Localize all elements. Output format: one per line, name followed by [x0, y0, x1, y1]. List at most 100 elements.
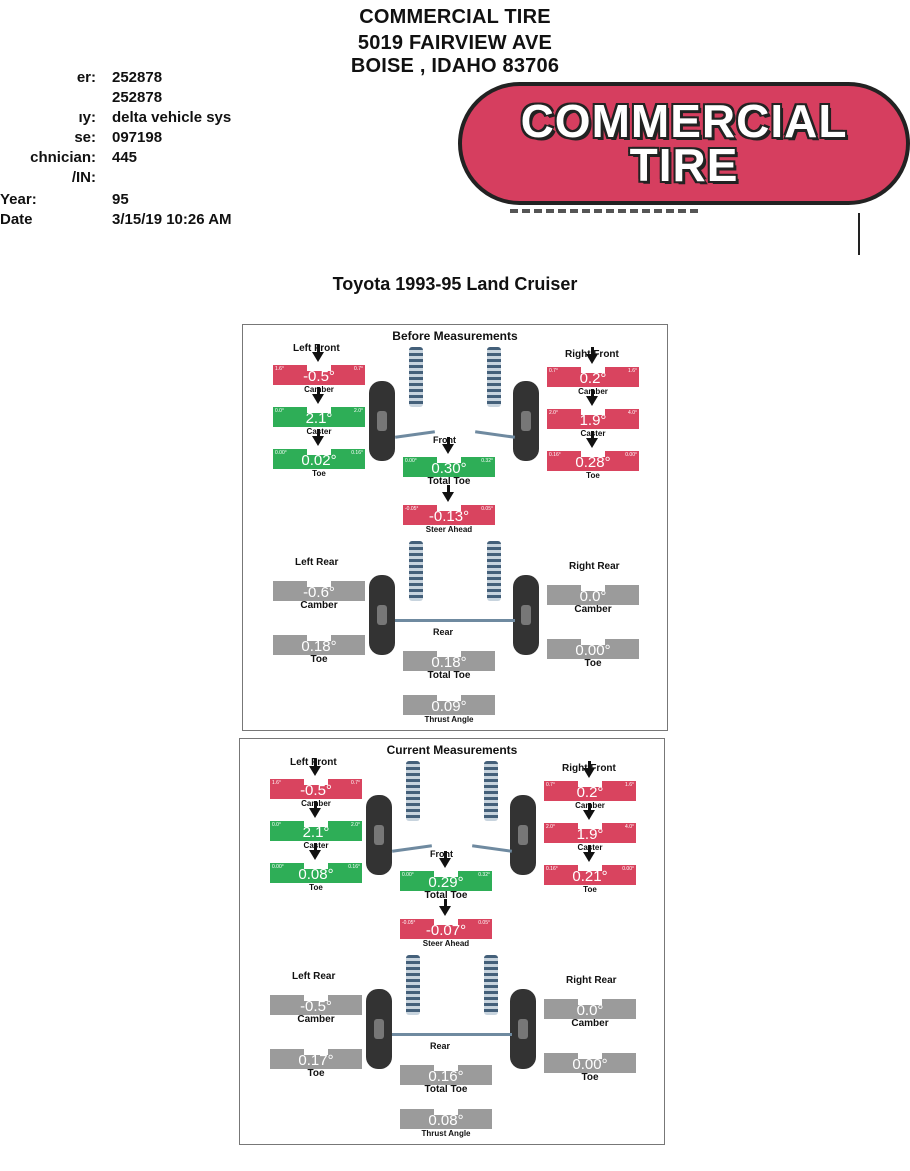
pointer-arrow-icon — [312, 345, 324, 362]
gauge-notch — [307, 581, 331, 587]
gauge-notch — [307, 449, 331, 455]
gauge-max: 0.16° — [348, 864, 360, 870]
gauge-max: 4.0° — [625, 824, 634, 830]
front-left-control-arm-icon — [394, 430, 436, 439]
info-row: Year: 95 — [0, 190, 300, 210]
gauge-caption: Thrust Angle — [424, 715, 474, 724]
rr-camber-gauge: 0.0°Camber — [544, 999, 636, 1029]
gauge-notch — [581, 585, 605, 591]
left-front-label: Left Front — [293, 343, 340, 354]
pointer-arrow-icon — [442, 437, 454, 454]
panel-title: Current Measurements — [386, 743, 518, 757]
rr-toe-gauge: 0.00°Toe — [547, 639, 639, 669]
gauge-caption: Camber — [571, 1018, 609, 1029]
shop-city: BOISE , IDAHO 83706 — [350, 55, 560, 77]
gauge-value: -0.6° — [303, 584, 335, 601]
gauge-max: 0.7° — [354, 366, 363, 372]
gauge-caption: Total Toe — [424, 890, 468, 901]
gauge-bar: 1.6°0.7°-0.5° — [273, 345, 365, 385]
rear-right-strut-icon — [487, 541, 501, 601]
pointer-arrow-icon — [442, 485, 454, 502]
gauge-min: 0.7° — [546, 782, 555, 788]
gauge-max: 4.0° — [628, 410, 637, 416]
gauge-value: 0.08° — [428, 1112, 464, 1129]
gauge-max: 0.16° — [351, 450, 363, 456]
gauge-min: 0.16° — [546, 866, 558, 872]
gauge-caption: Thrust Angle — [421, 1129, 471, 1138]
info-value: 95 — [112, 191, 129, 208]
gauge-notch — [434, 1109, 458, 1115]
info-row: /IN: — [0, 168, 300, 188]
gauge-caption: Total Toe — [424, 1084, 468, 1095]
info-label: Year: — [0, 191, 37, 208]
gauge-value: 1.9° — [579, 412, 607, 429]
gauge-value: 0.2° — [576, 784, 604, 801]
gauge-notch — [581, 451, 605, 457]
gauge-max: 0.05° — [478, 920, 490, 926]
info-label: Date — [0, 211, 33, 228]
gauge-notch — [307, 365, 331, 371]
gauge-caption: Toe — [584, 658, 602, 669]
gauge-caption: Camber — [297, 1014, 335, 1025]
info-row: ıy: delta vehicle sys — [0, 108, 300, 128]
pointer-arrow-icon — [439, 899, 451, 916]
gauge-value: 0.18° — [431, 654, 467, 671]
pointer-arrow-icon — [309, 759, 321, 776]
gauge-max: 0.7° — [351, 780, 360, 786]
gauge-value: -0.13° — [428, 508, 470, 525]
gauge-bar: 1.6°0.7°-0.5° — [270, 759, 362, 799]
gauge-value: -0.5° — [300, 998, 332, 1015]
gauge-min: 2.0° — [546, 824, 555, 830]
gauge-value: 0.2° — [579, 370, 607, 387]
info-row: Date 3/15/19 10:26 AM — [0, 210, 300, 230]
gauge-value: 0.08° — [298, 866, 334, 883]
gauge-caption: Total Toe — [427, 670, 471, 681]
gauge-min: 0.00° — [275, 450, 287, 456]
gauge-value: 0.02° — [301, 452, 337, 469]
gauge-notch — [578, 865, 602, 871]
gauge-value: -0.07° — [425, 922, 467, 939]
pointer-arrow-icon — [583, 761, 595, 778]
gauge-notch — [437, 505, 461, 511]
gauge-value: 0.0° — [579, 588, 607, 605]
info-label: ıy: — [78, 109, 96, 126]
logo-line-2: TIRE — [629, 139, 739, 191]
left-front-label: Left Front — [290, 757, 337, 768]
rf-toe-gauge: 0.16°0.00°0.21°Toe — [544, 845, 636, 895]
gauge-bar: 0.7°1.6°0.2° — [544, 761, 636, 801]
gauge-max: 1.6° — [628, 368, 637, 374]
logo-line-1: COMMERCIAL — [520, 95, 848, 147]
front-right-control-arm-icon — [474, 430, 516, 439]
gauge-bar: 0.0°2.0°2.1° — [270, 801, 362, 841]
gauge-bar: -0.05°0.05°-0.13° — [403, 485, 495, 525]
rear-left-wheel-icon — [369, 575, 395, 655]
gauge-value: 0.16° — [428, 1068, 464, 1085]
gauge-bar: 2.0°4.0°1.9° — [547, 389, 639, 429]
gauge-value: 0.00° — [572, 1056, 608, 1073]
gauge-notch — [578, 823, 602, 829]
lr-camber-gauge: -0.5°Camber — [270, 995, 362, 1025]
gauge-bar: 2.0°4.0°1.9° — [544, 803, 636, 843]
info-value: 445 — [112, 149, 138, 166]
vertical-rule — [858, 213, 860, 255]
gauge-min: 0.16° — [549, 452, 561, 458]
info-value: 252878 — [112, 69, 163, 86]
gauge-min: -0.05° — [405, 506, 419, 512]
rr-toe-gauge: 0.00°Toe — [544, 1053, 636, 1083]
front-right-wheel-icon — [510, 795, 536, 875]
gauge-bar: 0.00°0.32°0.29° — [400, 851, 492, 891]
info-value: 3/15/19 10:26 AM — [112, 211, 232, 228]
gauge-min: 0.00° — [405, 458, 417, 464]
gauge-bar: 0.16° — [400, 1065, 492, 1085]
gauge-bar: 0.0° — [547, 585, 639, 605]
commercial-tire-logo: COMMERCIAL TIRE — [458, 82, 910, 205]
gauge-max: 0.00° — [625, 452, 637, 458]
gauge-bar: -0.05°0.05°-0.07° — [400, 899, 492, 939]
lr-toe-gauge: 0.18°Toe — [273, 635, 365, 665]
gauge-bar: 0.0° — [544, 999, 636, 1019]
pointer-arrow-icon — [309, 843, 321, 860]
gauge-value: 0.18° — [301, 638, 337, 655]
gauge-value: -0.5° — [303, 368, 335, 385]
pointer-arrow-icon — [309, 801, 321, 818]
info-value: 097198 — [112, 129, 163, 146]
